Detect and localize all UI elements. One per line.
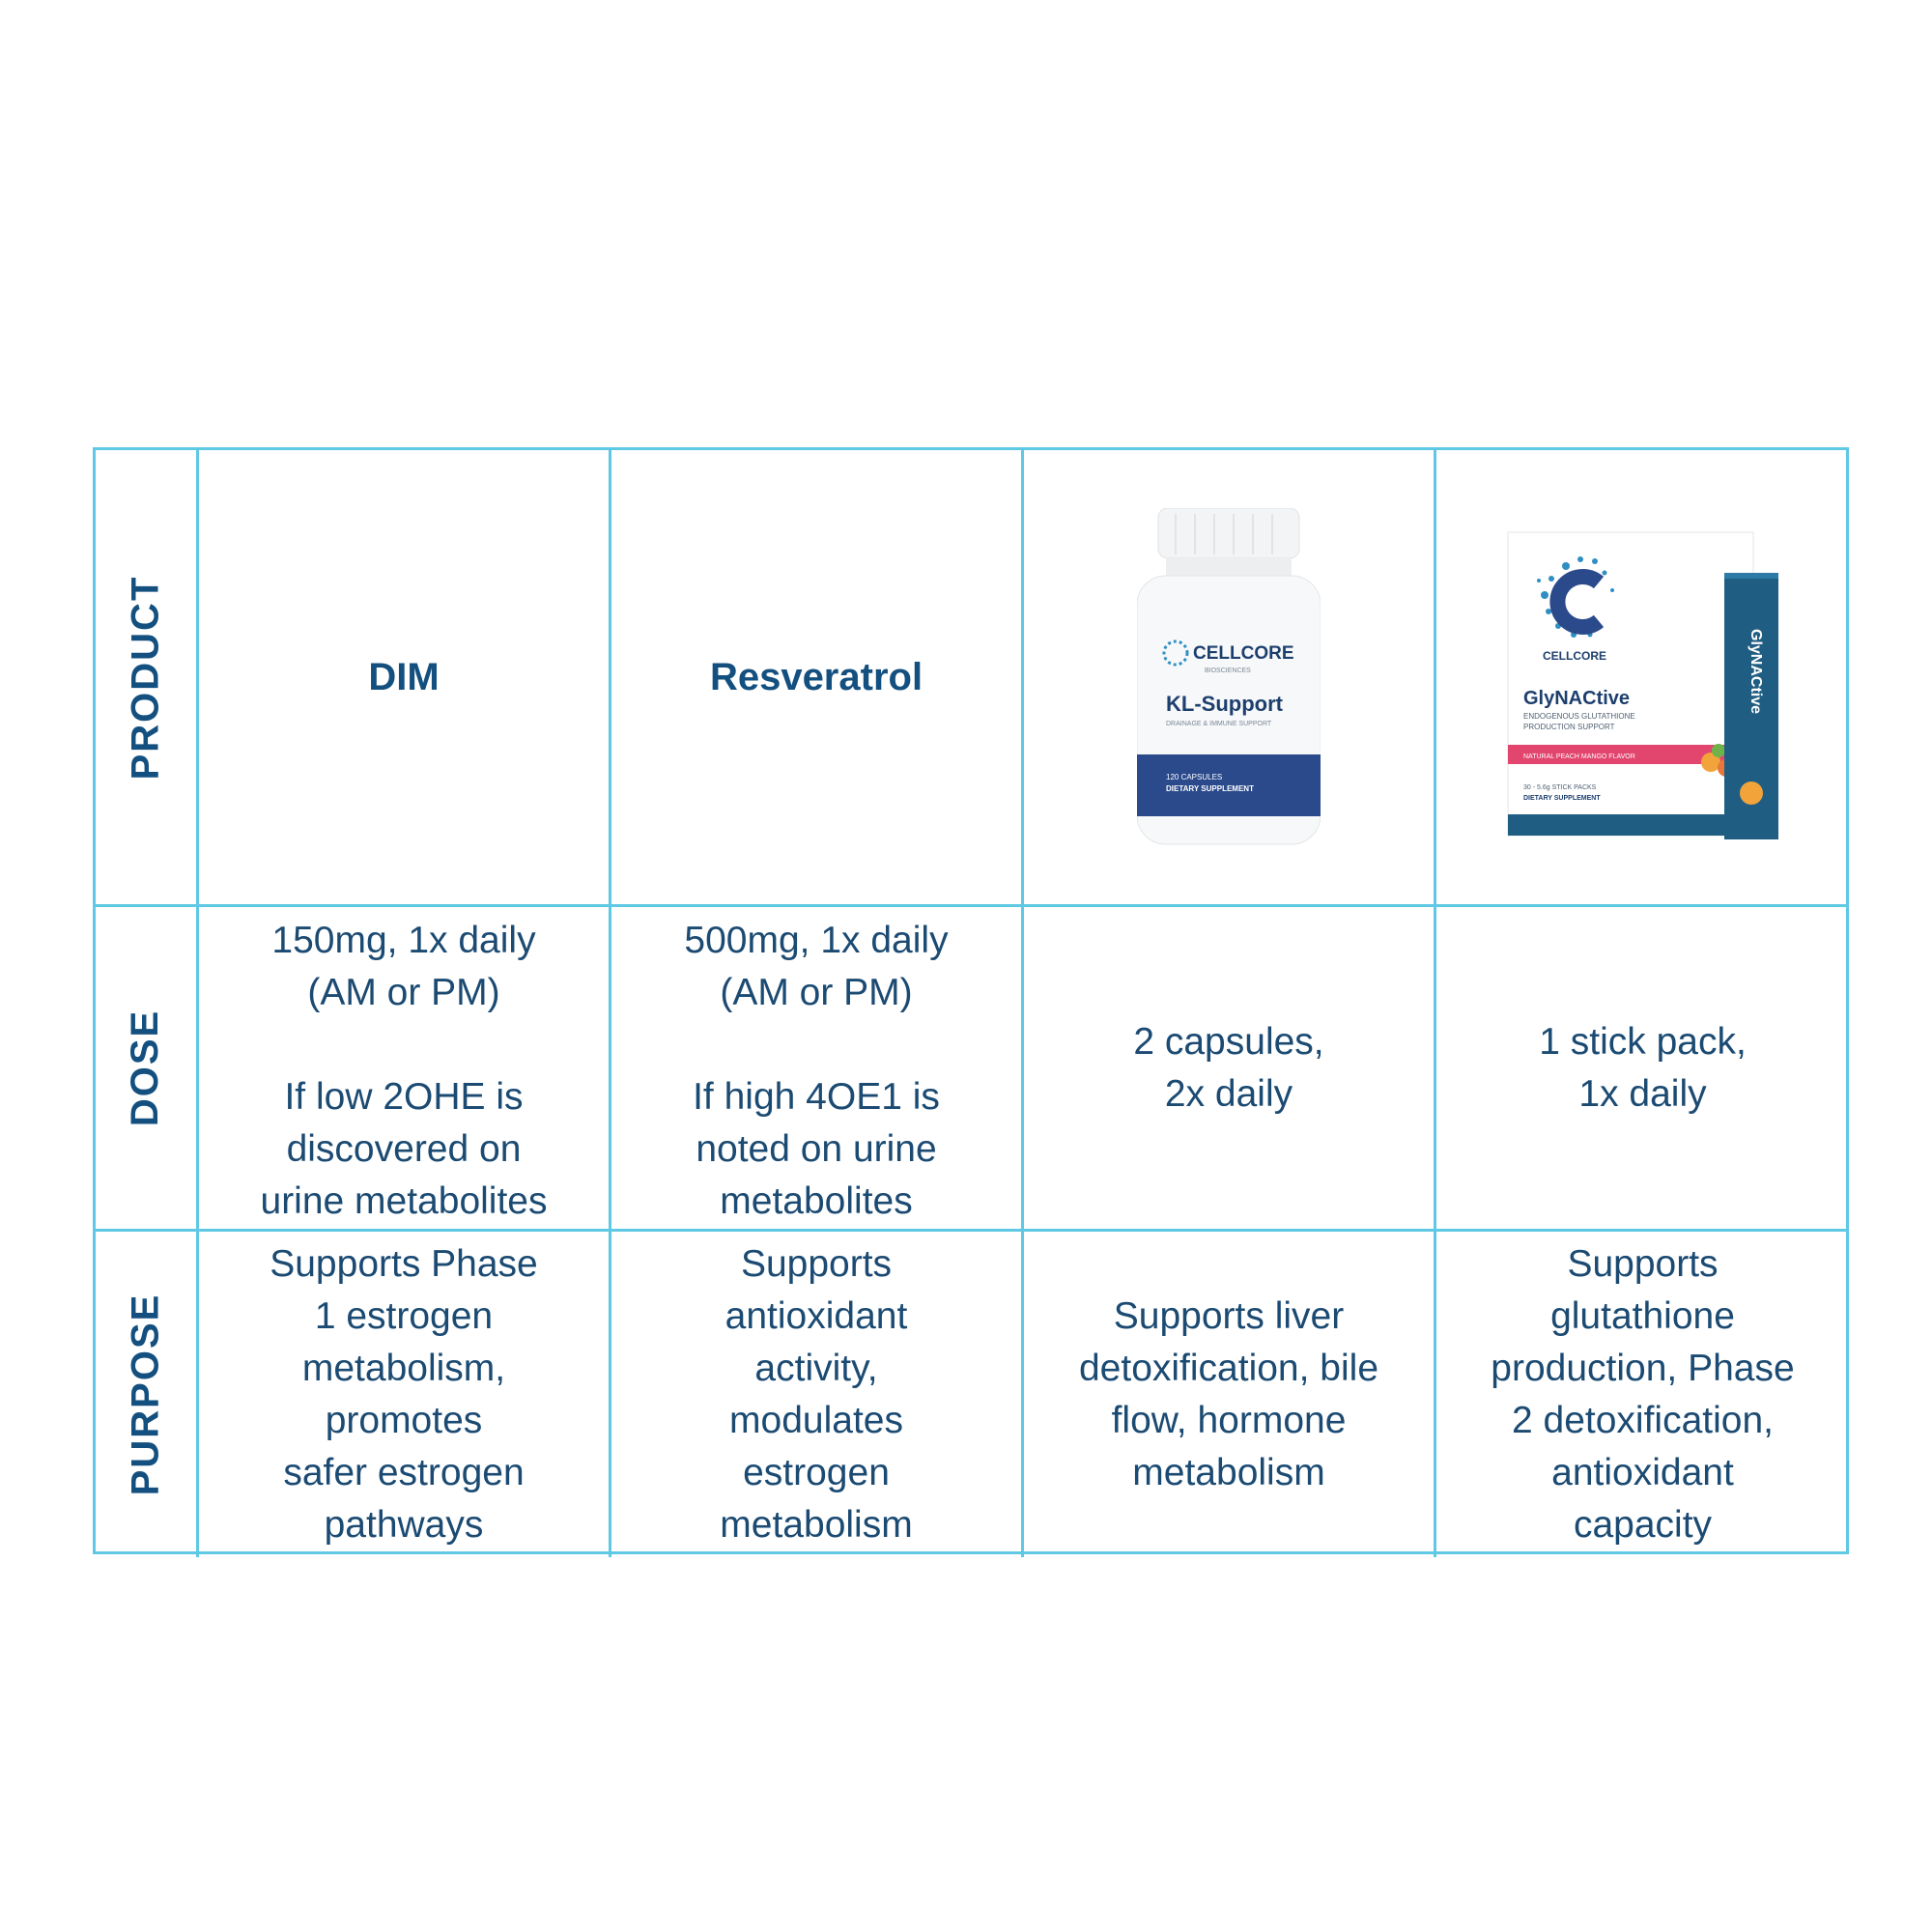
dose-text-dim: 150mg, 1x daily (AM or PM) If low 2OHE i… [260, 920, 548, 1222]
dose-cell-glynactive: 1 stick pack, 1x daily [1436, 907, 1849, 1232]
dose-cell-kl-support: 2 capsules, 2x daily [1024, 907, 1436, 1232]
glynactive-count: 30 - 5.6g STICK PACKS [1523, 784, 1597, 791]
product-name-dim: DIM [368, 655, 440, 698]
product-name-resveratrol: Resveratrol [709, 655, 923, 698]
purpose-text-glynactive: Supports glutathione production, Phase 2… [1491, 1242, 1795, 1546]
kl-support-bottle-image: CELLCORE BIOSCIENCES KL-Support DRAINAGE… [1137, 508, 1321, 845]
dose-text-kl-support: 2 capsules, 2x daily [1133, 1020, 1324, 1115]
purpose-cell-resveratrol: Supports antioxidant activity, modulates… [611, 1232, 1024, 1557]
purpose-text-resveratrol: Supports antioxidant activity, modulates… [720, 1242, 913, 1546]
glynactive-type: DIETARY SUPPLEMENT [1523, 795, 1601, 802]
product-cell-kl-support: CELLCORE BIOSCIENCES KL-Support DRAINAGE… [1024, 450, 1436, 907]
glynactive-tagline-1: ENDOGENOUS GLUTATHIONE [1523, 712, 1635, 721]
kl-support-count: 120 CAPSULES [1166, 773, 1222, 781]
purpose-cell-glynactive: Supports glutathione production, Phase 2… [1436, 1232, 1849, 1557]
row-header-purpose-label: PURPOSE [124, 1293, 167, 1496]
dose-text-glynactive: 1 stick pack, 1x daily [1539, 1020, 1747, 1115]
product-cell-resveratrol: Resveratrol [611, 450, 1024, 907]
product-cell-dim: DIM [199, 450, 611, 907]
kl-support-brand: CELLCORE [1193, 643, 1294, 664]
row-header-dose-label: DOSE [124, 1009, 167, 1127]
row-header-dose: DOSE [96, 907, 199, 1232]
glynactive-stick-label: GlyNACtive [1747, 629, 1764, 714]
glynactive-brand: CELLCORE [1543, 649, 1606, 663]
row-header-purpose: PURPOSE [96, 1232, 199, 1557]
row-header-product: PRODUCT [96, 450, 199, 907]
glynactive-box-image: CELLCORE GlyNACtive ENDOGENOUS GLUTATHIO… [1507, 531, 1778, 839]
glynactive-flavor: NATURAL PEACH MANGO FLAVOR [1523, 753, 1635, 760]
dose-text-resveratrol: 500mg, 1x daily (AM or PM) If high 4OE1 … [684, 920, 949, 1222]
purpose-text-kl-support: Supports liver detoxification, bile flow… [1078, 1294, 1379, 1493]
product-cell-glynactive: CELLCORE GlyNACtive ENDOGENOUS GLUTATHIO… [1436, 450, 1849, 907]
kl-support-product-name: KL-Support [1166, 692, 1284, 716]
glynactive-tagline-2: PRODUCTION SUPPORT [1523, 723, 1615, 731]
row-header-product-label: PRODUCT [124, 575, 167, 780]
glynactive-product-name: GlyNACtive [1523, 688, 1630, 709]
purpose-cell-dim: Supports Phase 1 estrogen metabolism, pr… [199, 1232, 611, 1557]
dose-cell-dim: 150mg, 1x daily (AM or PM) If low 2OHE i… [199, 907, 611, 1232]
comparison-table: PRODUCT DIM Resveratrol CELLCORE BIOSCIE… [93, 447, 1849, 1557]
kl-support-type: DIETARY SUPPLEMENT [1166, 784, 1254, 793]
purpose-cell-kl-support: Supports liver detoxification, bile flow… [1024, 1232, 1436, 1557]
kl-support-tagline: DRAINAGE & IMMUNE SUPPORT [1166, 721, 1272, 727]
purpose-text-dim: Supports Phase 1 estrogen metabolism, pr… [270, 1242, 538, 1546]
dose-cell-resveratrol: 500mg, 1x daily (AM or PM) If high 4OE1 … [611, 907, 1024, 1232]
kl-support-brand-sub: BIOSCIENCES [1205, 668, 1251, 674]
